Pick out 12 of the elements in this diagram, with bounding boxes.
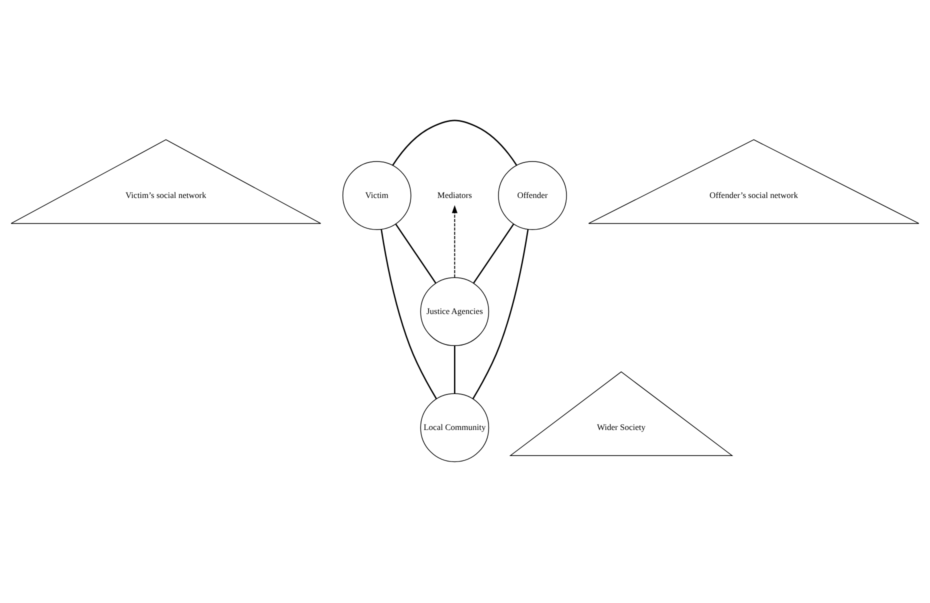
connector (395, 223, 436, 283)
arrow (452, 204, 458, 278)
connector (392, 119, 518, 166)
connector (472, 228, 529, 399)
connector (454, 345, 456, 393)
node-circle: Offender (498, 160, 567, 230)
node-circle: Local Community (420, 392, 490, 462)
node-circle: Justice Agencies (420, 276, 490, 346)
connector (473, 223, 514, 283)
node-text: Mediators (437, 189, 472, 200)
connector (380, 228, 437, 399)
node-circle: Victim (342, 160, 412, 230)
